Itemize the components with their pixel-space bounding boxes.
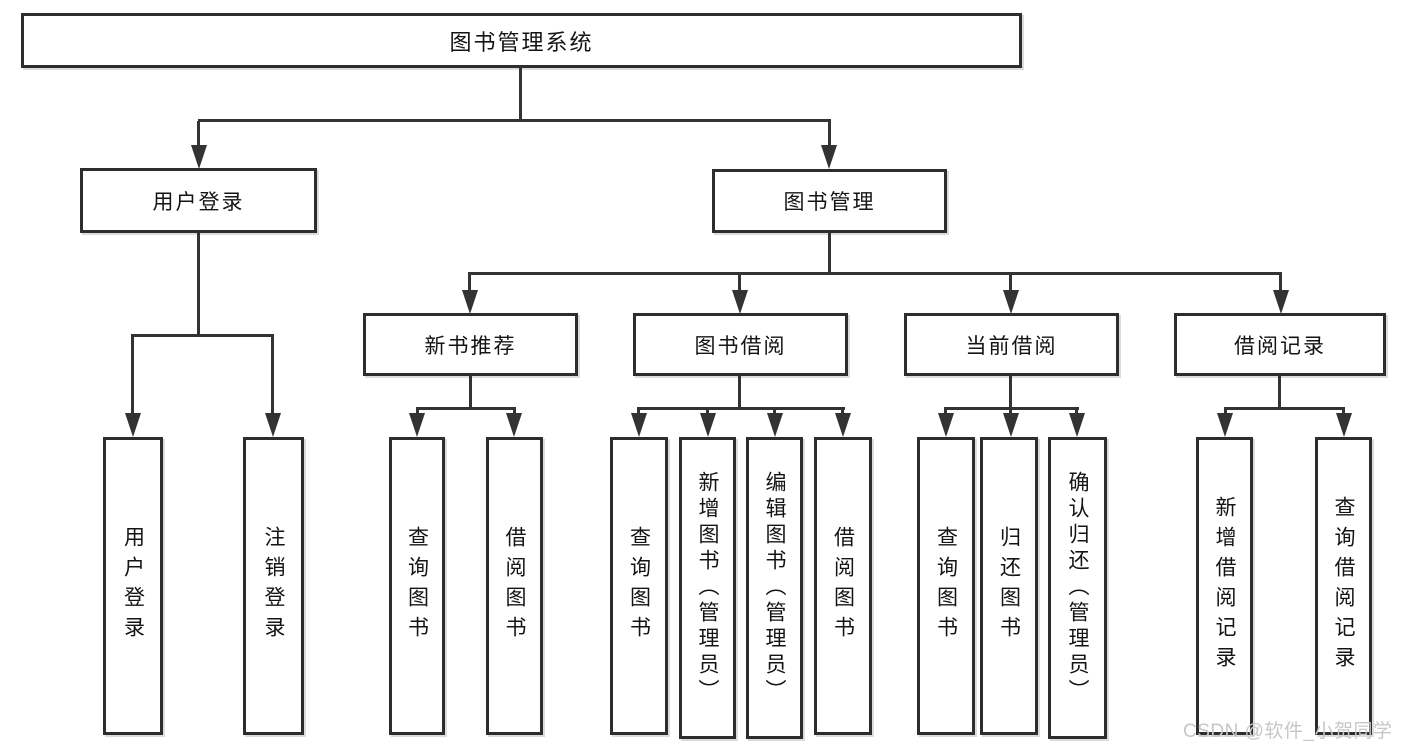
connector-leaf — [1075, 407, 1078, 415]
node-new-book-recommend: 新书推荐 — [363, 313, 578, 376]
leaf-user-login: 用户登录 — [103, 437, 163, 735]
arrow-down-icon — [1003, 413, 1019, 437]
connector-leaf — [637, 407, 640, 415]
connector-leaf — [773, 407, 776, 415]
connector-leaf — [841, 407, 844, 415]
arrow-down-icon — [1003, 290, 1019, 314]
arrow-down-icon — [835, 413, 851, 437]
connector-to-leaf-user-login — [131, 334, 134, 415]
connector-leaf — [513, 407, 516, 415]
connector-login-branch — [131, 334, 273, 337]
connector-login-stem — [197, 233, 200, 334]
arrow-down-icon — [462, 290, 478, 314]
node-book-management: 图书管理 — [712, 169, 947, 233]
leaf-borrow-query-books: 查询图书 — [610, 437, 668, 735]
connector-records-branch — [1224, 407, 1345, 410]
leaf-borrow-add-books-admin: 新增图书（管理员） — [679, 437, 736, 739]
node-borrow-records: 借阅记录 — [1174, 313, 1386, 376]
leaf-logout: 注销登录 — [243, 437, 304, 735]
node-book-borrow: 图书借阅 — [633, 313, 848, 376]
connector-leaf — [1342, 407, 1345, 415]
node-root-library-system: 图书管理系统 — [21, 13, 1022, 68]
leaf-recommend-query-books: 查询图书 — [389, 437, 445, 735]
connector-borrow-branch — [638, 407, 845, 410]
leaf-current-return-books: 归还图书 — [980, 437, 1038, 735]
leaf-records-add-record: 新增借阅记录 — [1196, 437, 1253, 735]
connector-root-stem — [519, 68, 522, 121]
leaf-borrow-edit-books-admin: 编辑图书（管理员） — [746, 437, 803, 739]
arrow-down-icon — [767, 413, 783, 437]
connector-recommend-branch — [416, 407, 516, 410]
connector-leaf — [1009, 407, 1012, 415]
arrow-down-icon — [506, 413, 522, 437]
arrow-down-icon — [1273, 290, 1289, 314]
leaf-records-query-record: 查询借阅记录 — [1315, 437, 1372, 735]
arrow-down-icon — [732, 290, 748, 314]
node-user-login: 用户登录 — [80, 168, 317, 233]
arrow-down-icon — [631, 413, 647, 437]
arrow-down-icon — [191, 145, 207, 169]
leaf-recommend-borrow-books: 借阅图书 — [486, 437, 543, 735]
arrow-down-icon — [409, 413, 425, 437]
arrow-down-icon — [1336, 413, 1352, 437]
connector-records-stem — [1278, 376, 1281, 407]
arrow-down-icon — [125, 413, 141, 437]
arrow-down-icon — [700, 413, 716, 437]
arrow-down-icon — [821, 145, 837, 169]
leaf-current-confirm-return-admin: 确认归还（管理员） — [1048, 437, 1107, 739]
connector-to-leaf-logout — [271, 334, 274, 415]
connector-borrow-stem — [738, 376, 741, 407]
connector-management-stem — [828, 233, 831, 272]
connector-to-records — [1279, 272, 1282, 292]
leaf-borrow-borrow-books: 借阅图书 — [814, 437, 872, 735]
arrow-down-icon — [1069, 413, 1085, 437]
connector-recommend-stem — [469, 376, 472, 407]
connector-current-stem — [1009, 376, 1012, 407]
connector-to-book-management — [828, 121, 831, 147]
connector-to-current — [1009, 272, 1012, 292]
arrow-down-icon — [265, 413, 281, 437]
connector-leaf — [416, 407, 419, 415]
connector-to-recommend — [468, 272, 471, 292]
connector-to-user-login — [197, 121, 200, 147]
csdn-watermark: CSDN @软件_小贺同学 — [1183, 721, 1393, 742]
arrow-down-icon — [1217, 413, 1233, 437]
arrow-down-icon — [938, 413, 954, 437]
connector-leaf — [944, 407, 947, 415]
leaf-current-query-books: 查询图书 — [917, 437, 975, 735]
connector-management-branch — [469, 272, 1282, 275]
connector-leaf — [706, 407, 709, 415]
node-current-borrow: 当前借阅 — [904, 313, 1119, 376]
connector-leaf — [1224, 407, 1227, 415]
connector-current-branch — [945, 407, 1079, 410]
connector-to-borrow — [738, 272, 741, 292]
connector-root-branch — [198, 119, 831, 122]
